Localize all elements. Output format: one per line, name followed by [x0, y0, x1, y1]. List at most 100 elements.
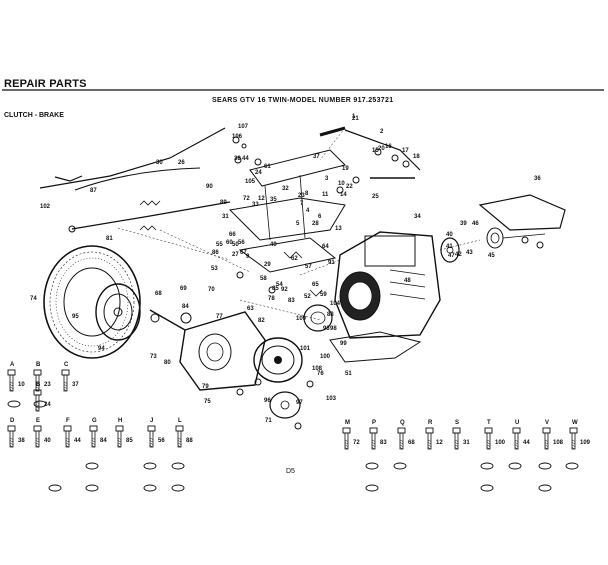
bolt-head [63, 425, 72, 432]
hardware-letter: G [92, 418, 97, 424]
hardware-letter: R [428, 420, 433, 426]
washer [143, 462, 157, 470]
hardware-item: Q68 [397, 420, 415, 450]
hardware-part-number: 88 [186, 438, 193, 444]
callout-label: 108 [312, 366, 323, 372]
callout-label: 33 [252, 202, 259, 208]
hardware-item: A10 [7, 362, 25, 392]
bolt-shank [35, 394, 40, 412]
hardware-letter: P [372, 420, 376, 426]
callout-label: 69 [180, 286, 187, 292]
bolt-head [369, 427, 378, 434]
hardware-letter: C [64, 362, 69, 368]
bolt-head [175, 425, 184, 432]
hardware-part-number: 68 [408, 440, 415, 446]
callout-label: 96 [264, 398, 271, 404]
hardware-part-number: 109 [580, 440, 591, 446]
callout-label: 26 [178, 160, 185, 166]
hardware-part-number: 37 [72, 382, 79, 388]
callout-label: 50 [232, 242, 239, 248]
callout-label: 28 [312, 221, 319, 227]
callout-label: 37 [313, 154, 320, 160]
callout-label: 42 [455, 252, 462, 258]
callout-label: 16 [385, 144, 392, 150]
hardware-item: H85 [115, 418, 133, 448]
small-parts [54, 136, 544, 430]
washer [480, 484, 494, 492]
hardware-item: B24 [33, 382, 51, 412]
hardware-letter: B [36, 362, 41, 368]
bolt-head [115, 425, 124, 432]
washer [171, 462, 185, 470]
callout-label: 103 [326, 396, 337, 402]
washer [565, 462, 579, 470]
bolt-shank [371, 432, 376, 450]
callout-label: 44 [242, 156, 249, 162]
hardware-item: P83 [369, 420, 387, 450]
page-title: REPAIR PARTS [4, 78, 87, 90]
callout-label: 64 [322, 244, 329, 250]
bolt-head [484, 427, 493, 434]
callout-label: 23 [298, 193, 305, 199]
bolt-shank [117, 430, 122, 448]
bolt-shank [571, 432, 576, 450]
hardware-part-number: 108 [553, 440, 564, 446]
callout-label: 49 [270, 242, 277, 248]
callout-label: 34 [414, 214, 421, 220]
callout-label: 99 [340, 341, 347, 347]
bolt-shank [344, 432, 349, 450]
bolt-shank [544, 432, 549, 450]
callout-label: 12 [258, 196, 265, 202]
callout-label: 20 [378, 146, 385, 152]
bolt-head [7, 369, 16, 376]
transmission-pulley [253, 337, 303, 383]
bolt-shank [9, 430, 14, 448]
washer [508, 462, 522, 470]
washer [85, 484, 99, 492]
callout-label: 29 [264, 262, 271, 268]
callout-label: 97 [296, 400, 303, 406]
bolt-shank [149, 430, 154, 448]
hardware-item: U44 [512, 420, 530, 450]
callout-label: 104 [330, 301, 341, 307]
bolt-head [61, 369, 70, 376]
callout-label: 89 [220, 200, 227, 206]
callout-label: 57 [305, 264, 312, 270]
hardware-part-number: 12 [436, 440, 443, 446]
callout-label: 87 [90, 188, 97, 194]
bolt-shank [454, 432, 459, 450]
hardware-part-number: 100 [495, 440, 506, 446]
bolt-shank [35, 374, 40, 392]
callout-label: 8 [305, 191, 309, 197]
washer [538, 484, 552, 492]
bolt-head [542, 427, 551, 434]
callout-label: 60 [226, 240, 233, 246]
callout-label: 79 [202, 384, 209, 390]
callout-label: 53 [211, 266, 218, 272]
callout-label: 41 [446, 244, 453, 250]
callout-label: 88 [327, 312, 334, 318]
transaxle [149, 309, 266, 391]
callout-label: 98 [330, 326, 337, 332]
brake-rod [71, 201, 231, 230]
callout-label: 102 [40, 204, 51, 210]
bolt-shank [91, 430, 96, 448]
bolt-shank [65, 430, 70, 448]
bolt-head [397, 427, 406, 434]
callout-label: 76 [317, 371, 324, 377]
hardware-letter: H [118, 418, 122, 424]
bolt-head [7, 425, 16, 432]
bolt-shank [177, 430, 182, 448]
bolt-shank [63, 374, 68, 392]
callout-label: 54 [276, 282, 283, 288]
hardware-letter: T [487, 420, 491, 426]
hardware-letter: A [10, 362, 15, 368]
callout-label: 91 [328, 260, 335, 266]
bolt-head [33, 425, 42, 432]
hardware-part-number: 38 [18, 438, 25, 444]
callout-label: 101 [300, 346, 311, 352]
callout-label: 83 [288, 298, 295, 304]
lower-pulley [269, 391, 301, 419]
hardware-item: G84 [89, 418, 107, 448]
